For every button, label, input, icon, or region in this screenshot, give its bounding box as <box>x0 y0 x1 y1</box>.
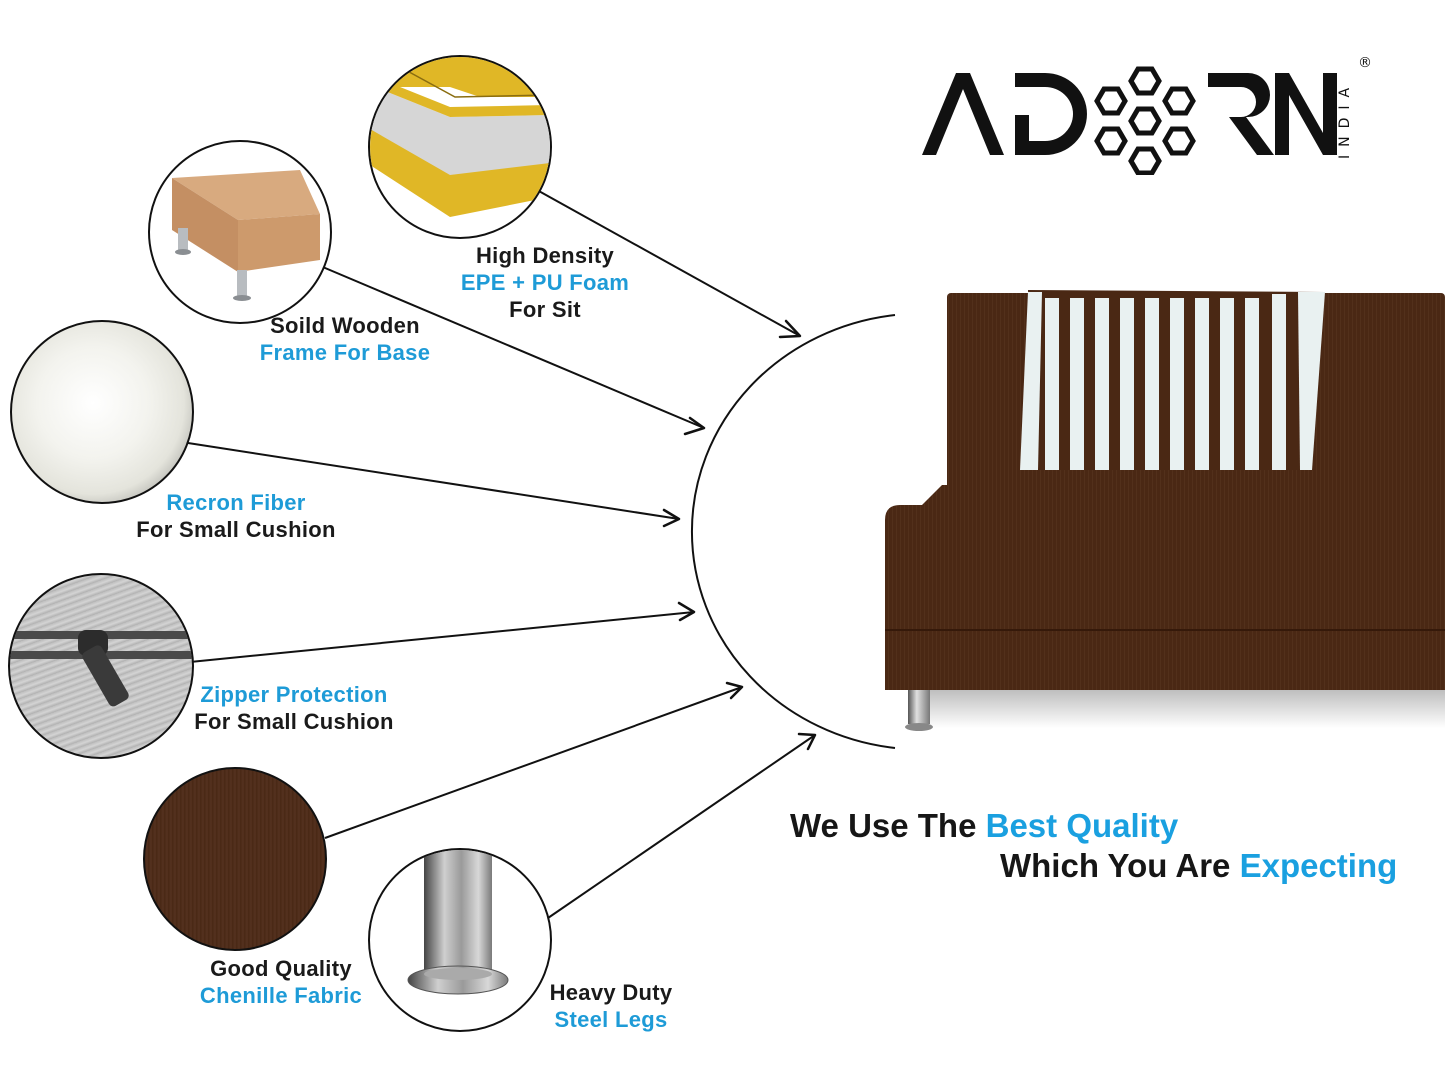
feature-label-wood: Soild Wooden Frame For Base <box>230 312 460 366</box>
feature-highlight: Frame For Base <box>259 340 431 365</box>
steel-leg-icon <box>368 848 552 1032</box>
feature-line: Heavy Duty <box>549 980 673 1005</box>
tagline-text: We Use The <box>790 807 986 844</box>
fabric-swatch-icon <box>143 767 327 951</box>
brand-logo: INDIA ® <box>920 55 1380 176</box>
arrowheads <box>662 319 817 751</box>
arrow-icon <box>662 508 681 528</box>
registered-mark: ® <box>1358 55 1372 71</box>
connector-legs <box>547 734 816 919</box>
hexagon-cluster-icon <box>1094 66 1196 176</box>
feature-line: Soild Wooden <box>270 313 420 338</box>
tagline-highlight: Best Quality <box>985 807 1179 844</box>
wooden-frame-icon <box>148 140 332 324</box>
feature-label-fiber: Recron Fiber For Small Cushion <box>118 489 354 543</box>
foam-layers-icon <box>368 55 552 239</box>
feature-line: Good Quality <box>210 956 352 981</box>
tagline-text: Which You Are <box>1000 847 1240 884</box>
zipper-icon <box>8 573 194 759</box>
feature-label-fabric: Good Quality Chenille Fabric <box>176 955 386 1009</box>
central-arc <box>691 314 896 749</box>
arrow-icon <box>677 601 696 622</box>
feature-line: For Small Cushion <box>194 709 394 734</box>
connector-zipper <box>189 611 695 663</box>
feature-highlight: Chenille Fabric <box>199 983 363 1008</box>
brand-logo-graphic <box>922 66 1337 176</box>
connector-foam <box>536 189 801 337</box>
arrow-icon <box>797 732 817 751</box>
tagline-line-1: We Use The Best Quality <box>790 806 1178 846</box>
striped-cushion <box>1020 290 1325 470</box>
feature-highlight: EPE + PU Foam <box>460 270 630 295</box>
feature-highlight: Recron Fiber <box>166 490 306 515</box>
feature-label-zipper: Zipper Protection For Small Cushion <box>176 681 412 735</box>
feature-highlight: Steel Legs <box>554 1007 668 1032</box>
tagline-line-2: Which You Are Expecting <box>1000 846 1397 886</box>
fiber-icon <box>10 320 194 504</box>
arrow-icon <box>778 319 802 339</box>
feature-line: For Sit <box>509 297 581 322</box>
feature-label-legs: Heavy Duty Steel Legs <box>530 979 692 1033</box>
connector-wood <box>317 264 705 429</box>
arrow-icon <box>683 416 706 436</box>
feature-line: For Small Cushion <box>136 517 336 542</box>
feature-highlight: Zipper Protection <box>200 682 388 707</box>
feature-label-foam: High Density EPE + PU Foam For Sit <box>430 242 660 323</box>
tagline-highlight: Expecting <box>1239 847 1398 884</box>
connector-fiber <box>187 442 680 520</box>
sofa-icon <box>880 290 1445 740</box>
connector-fabric <box>324 686 743 839</box>
feature-line: High Density <box>475 243 615 268</box>
arrow-icon <box>725 681 744 700</box>
